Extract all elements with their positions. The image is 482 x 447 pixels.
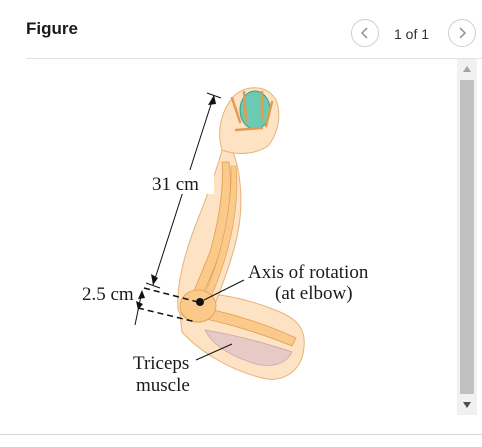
- triceps-leader: [195, 343, 233, 361]
- offset-arrow-head-top: [138, 290, 145, 299]
- scroll-up-button[interactable]: [457, 59, 477, 79]
- offset-arrow: [134, 295, 142, 326]
- finger-bones: [230, 90, 274, 132]
- figure-header: Figure 1 of 1: [0, 0, 482, 58]
- offset-arrow-head-bottom: [136, 301, 143, 310]
- chevron-right-icon: [459, 27, 467, 39]
- chevron-left-icon: [360, 27, 368, 39]
- next-figure-button[interactable]: [448, 19, 476, 47]
- label-31cm: 31 cm: [152, 174, 199, 195]
- axis-leader: [203, 279, 245, 301]
- scroll-down-button[interactable]: [457, 395, 477, 415]
- axis-dot: [196, 298, 204, 306]
- bottom-divider: [0, 434, 482, 435]
- label-at-elbow: (at elbow): [275, 283, 353, 304]
- previous-figure-button[interactable]: [351, 19, 379, 47]
- arrow-head-top: [208, 95, 216, 105]
- label-2-5cm: 2.5 cm: [82, 284, 134, 305]
- figure-viewport: 31 cm 2.5 cm Axis of rotation (at elbow)…: [26, 59, 456, 415]
- triangle-down-icon: [463, 402, 471, 408]
- scrollbar-thumb[interactable]: [460, 80, 474, 394]
- figure-title: Figure: [26, 19, 78, 38]
- arrow-head-bottom: [151, 274, 158, 285]
- humerus-bone: [191, 305, 297, 347]
- label-axis-of-rotation: Axis of rotation: [248, 262, 369, 283]
- label-triceps: Triceps: [133, 353, 189, 374]
- arm-diagram: 31 cm 2.5 cm Axis of rotation (at elbow)…: [82, 87, 369, 396]
- triangle-up-icon: [463, 66, 471, 72]
- elbow-joint: [179, 289, 217, 323]
- figure-counter: 1 of 1: [394, 26, 430, 42]
- label-muscle: muscle: [136, 375, 190, 396]
- vertical-scrollbar[interactable]: [457, 59, 477, 415]
- header-divider: [26, 58, 482, 59]
- triceps-muscle: [204, 329, 293, 366]
- dimension-tick-bottom: [145, 282, 161, 289]
